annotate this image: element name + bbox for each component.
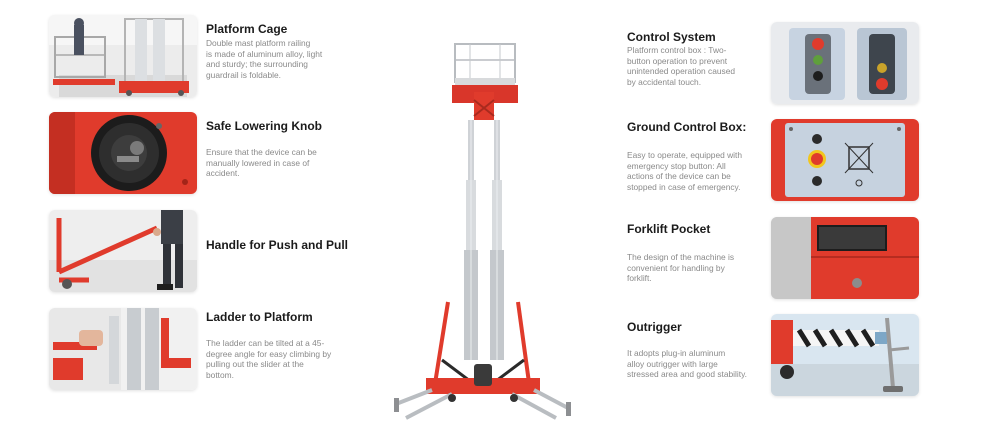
platform-cage-photo [49, 15, 197, 97]
feature-desc-lowering-knob: Ensure that the device can be manually l… [206, 147, 317, 179]
feature-desc-ground-control: Easy to operate, equipped with emergency… [627, 150, 743, 192]
control-box-photo [771, 22, 919, 104]
forklift-pocket-icon [771, 217, 919, 299]
feature-title-push-handle: Handle for Push and Pull [206, 238, 349, 252]
feature-desc-ladder: The ladder can be tilted at a 45- degree… [206, 338, 332, 380]
platform-cage-icon [49, 15, 197, 97]
ladder-photo [49, 308, 197, 390]
aerial-work-platform-machine [392, 40, 572, 420]
feature-title-control-system: Control System [627, 30, 716, 44]
feature-title-platform-cage: Platform Cage [206, 22, 288, 36]
feature-title-ground-control: Ground Control Box: [627, 120, 747, 134]
outrigger-photo [771, 314, 919, 396]
lowering-knob-icon [49, 112, 197, 194]
lowering-knob-photo [49, 112, 197, 194]
feature-desc-platform-cage: Double mast platform railing is made of … [206, 38, 323, 80]
feature-title-lowering-knob: Safe Lowering Knob [206, 119, 323, 133]
feature-desc-outrigger: It adopts plug-in aluminum alloy outrigg… [627, 348, 747, 380]
feature-title-forklift-pocket: Forklift Pocket [627, 222, 711, 236]
push-handle-icon [49, 210, 197, 292]
feature-title-outrigger: Outrigger [627, 320, 682, 334]
outrigger-icon [771, 314, 919, 396]
ladder-icon [49, 308, 197, 390]
forklift-pocket-photo [771, 217, 919, 299]
feature-title-ladder: Ladder to Platform [206, 310, 313, 324]
control-box-icon [771, 22, 919, 104]
feature-desc-control-system: Platform control box : Two- button opera… [627, 45, 736, 87]
feature-desc-forklift-pocket: The design of the machine is convenient … [627, 252, 735, 284]
push-handle-photo [49, 210, 197, 292]
aerial-lift-icon [394, 43, 571, 420]
ground-control-icon [771, 119, 919, 201]
ground-control-photo [771, 119, 919, 201]
